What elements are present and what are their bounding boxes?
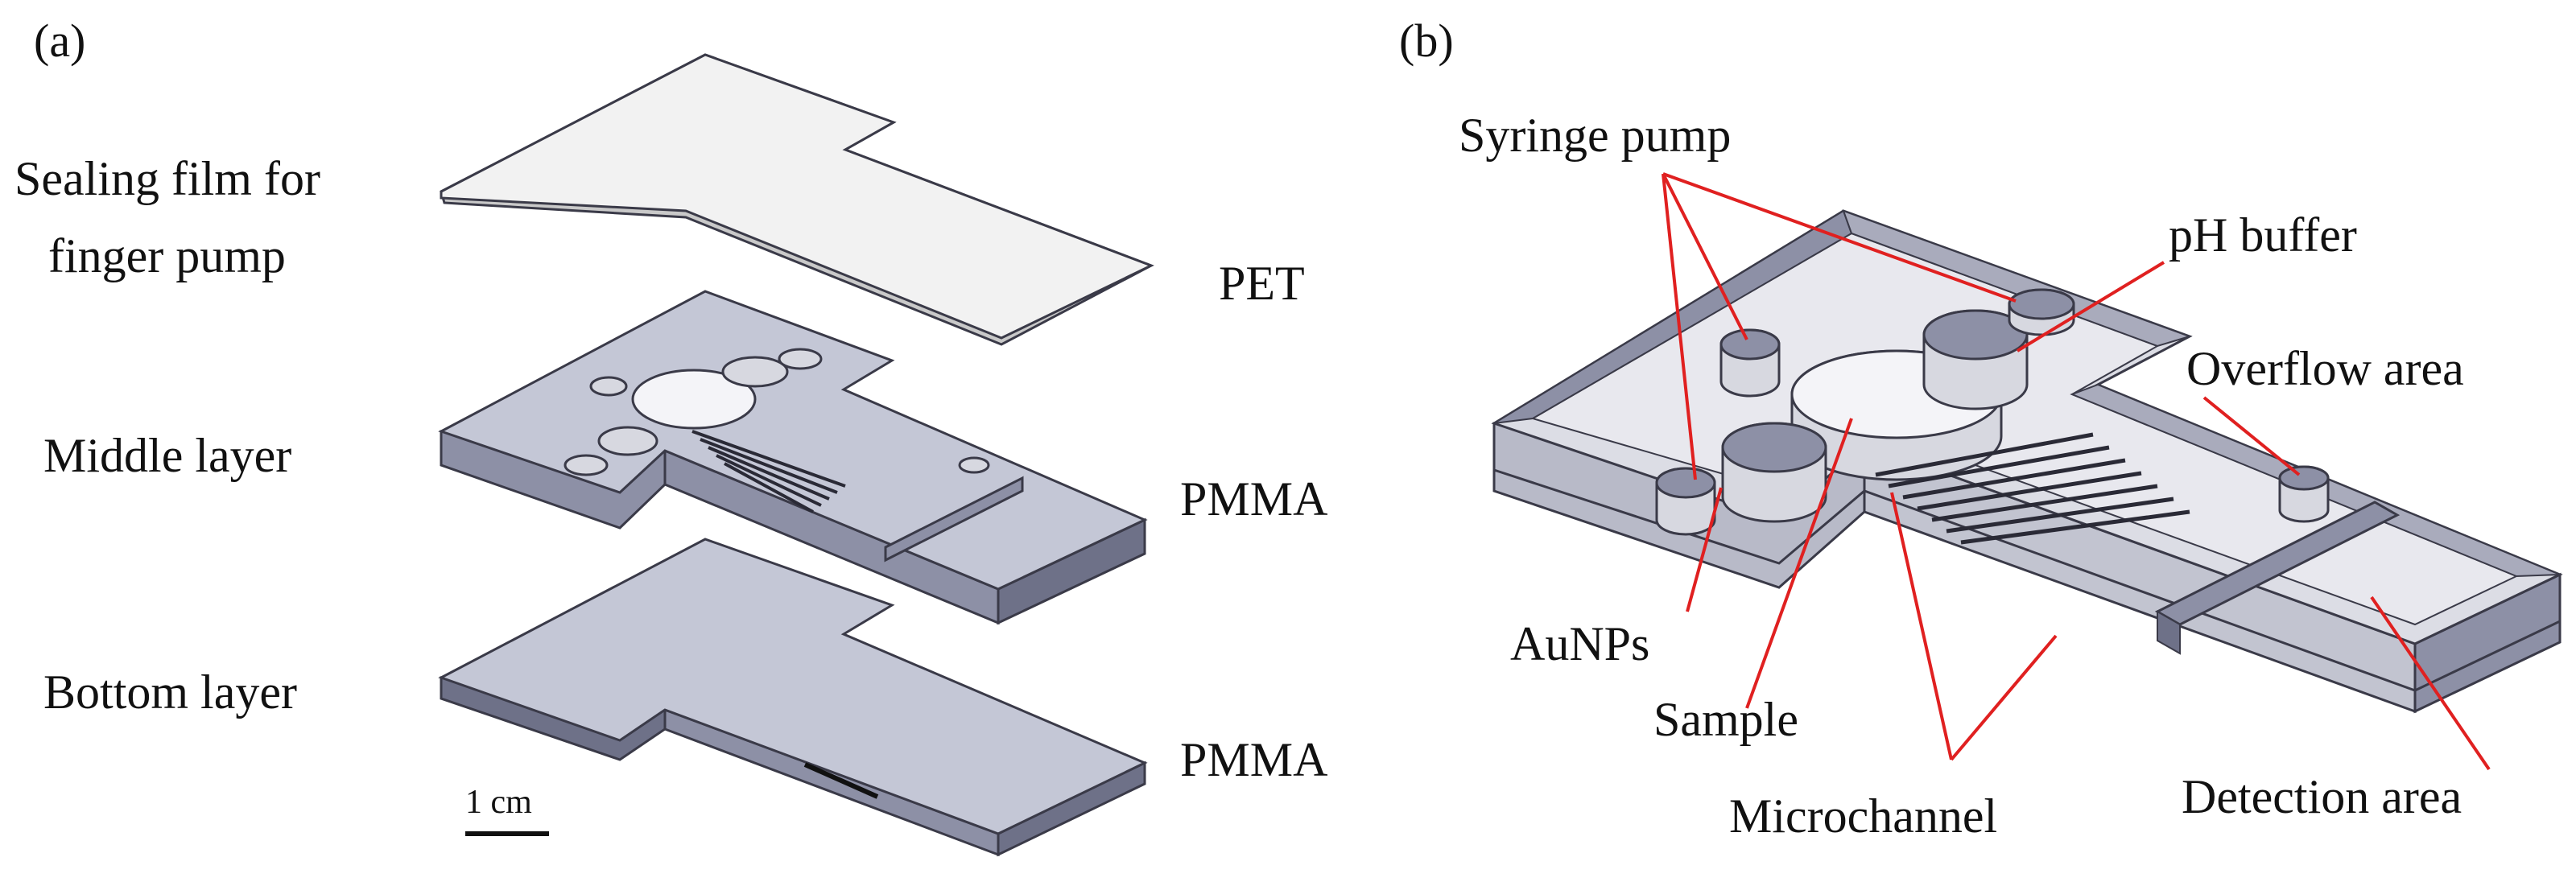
layer-label-middle: Middle layer [43, 429, 291, 482]
material-label-pet: PET [1219, 257, 1305, 310]
chip-microchannel [1875, 432, 2190, 545]
callout-detection-area: Detection area [2182, 770, 2462, 823]
scale-bar-label: 1 cm [465, 784, 532, 821]
material-label-middle-pmma: PMMA [1180, 472, 1327, 525]
panel-b-label: (b) [1399, 14, 1454, 67]
material-label-bottom-pmma: PMMA [1180, 733, 1327, 786]
middle-layer-microchannel [691, 430, 846, 513]
chip-wells [1655, 288, 2330, 536]
middle-layer-detection-strip [884, 476, 1024, 563]
panel-a: (a) [14, 14, 1327, 857]
layer-label-sealing-film: Sealing film for [14, 152, 320, 205]
callout-aunps: AuNPs [1510, 617, 1649, 670]
callout-overflow-area: Overflow area [2186, 342, 2464, 395]
bottom-layer-pmma [438, 538, 1148, 857]
callout-ph-buffer: pH buffer [2169, 208, 2357, 262]
panel-b: (b) [1399, 14, 2563, 843]
callout-lines [1662, 172, 2491, 771]
assembled-chip [1491, 209, 2563, 714]
callout-microchannel: Microchannel [1729, 789, 1997, 843]
middle-layer-pmma [438, 290, 1148, 625]
callout-sample: Sample [1653, 693, 1798, 746]
layer-label-bottom: Bottom layer [43, 666, 297, 719]
callout-syringe-pump: Syringe pump [1459, 109, 1731, 162]
layer-label-sealing-film-line2: finger pump [48, 229, 286, 282]
bottom-layer-channel-mark [803, 762, 879, 799]
middle-layer-wells [564, 348, 990, 476]
panel-a-label: (a) [34, 14, 85, 67]
pet-sealing-film [440, 53, 1154, 346]
